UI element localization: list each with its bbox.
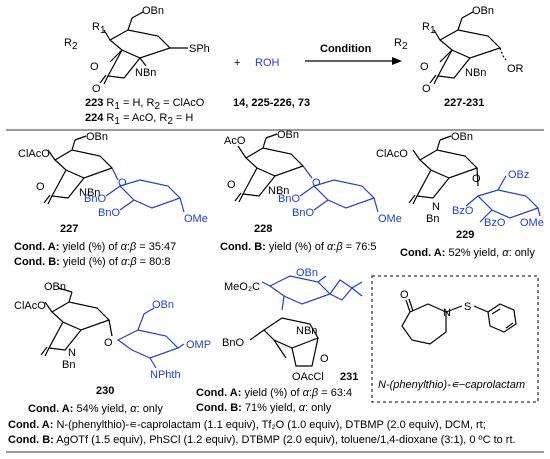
c230-obn1: OBn	[44, 281, 66, 293]
arrow-label: Condition	[320, 43, 372, 55]
donor-nbn: NBn	[135, 67, 156, 79]
c230-nphth: NPhth	[150, 369, 181, 381]
donor-carbonyl-o: O	[92, 83, 101, 95]
c227-clacO: ClAcO	[18, 148, 50, 160]
c229-link-o: O	[472, 173, 481, 185]
c230-n: N	[68, 347, 76, 359]
c228-number: 228	[254, 223, 272, 235]
c229-number: 229	[456, 229, 474, 241]
reagent-box	[371, 275, 539, 403]
compound-230-structure	[40, 287, 185, 369]
c229-cond-a: Cond. A: 52% yield, α: only	[400, 247, 535, 259]
c230-omp: OMP	[186, 339, 211, 351]
c228-aco: AcO	[224, 135, 246, 147]
acceptor-roh: ROH	[255, 57, 280, 69]
c231-nbn: NBn	[296, 325, 317, 337]
product-or: OR	[507, 63, 524, 75]
c231-number: 231	[340, 371, 358, 383]
conditions-a: Cond. A: N-(phenylthio)-∊-caprolactam (1…	[8, 419, 486, 431]
c229-n: N	[432, 201, 440, 213]
reagent-n: N	[443, 307, 451, 319]
c228-ome: OMe	[378, 213, 402, 225]
donor-223-line: 223 R1 = H, R2 = ClAcO	[85, 97, 205, 112]
c230-number: 230	[96, 385, 114, 397]
c231-oacl: OAcCl	[292, 371, 324, 383]
product-nbn: NBn	[465, 67, 486, 79]
c231-cond-b: Cond. B: 71% yield, α: only	[196, 402, 332, 414]
compound-228-structure	[234, 133, 379, 213]
c229-obz: OBz	[508, 169, 529, 181]
c228-ring-o: O	[227, 179, 236, 191]
c230-obn2: OBn	[152, 299, 174, 311]
product-r2: R2	[394, 37, 408, 52]
reagent-caption: N-(phenylthio)-∊−caprolactam	[378, 379, 525, 391]
plus-sign: +	[234, 57, 240, 69]
c230-cond-a: Cond. A: 54% yield, α: only	[28, 403, 163, 415]
c230-link-o: O	[104, 337, 113, 349]
c227-ring-o: O	[36, 181, 45, 193]
c229-clacO: ClAcO	[376, 148, 408, 160]
product-numbers: 227-231	[444, 97, 484, 109]
acceptor-numbers: 14, 225-226, 73	[233, 97, 310, 109]
c231-carbonyl-o: O	[320, 353, 329, 365]
donor-224-line: 224 R1 = AcO, R2 = H	[85, 112, 193, 127]
reagent-structure	[401, 298, 517, 345]
c229-bn: Bn	[426, 213, 439, 225]
c227-ome: OMe	[184, 213, 208, 225]
c228-link-o: O	[312, 177, 321, 189]
c229-obn: OBn	[451, 131, 473, 143]
arrow-head	[392, 57, 402, 65]
c227-nbn: NBn	[79, 187, 100, 199]
product-obn: OBn	[472, 5, 494, 17]
c228-bno1: BnO	[278, 193, 300, 205]
c231-cond-a: Cond. A: yield (%) of α:β = 63:4	[196, 387, 352, 399]
c228-nbn: NBn	[268, 185, 289, 197]
donor-structure	[99, 11, 188, 85]
conditions-b: Cond. B: AgOTf (1.5 equiv), PhSCl (1.2 e…	[8, 434, 516, 446]
c231-bno: BnO	[222, 337, 244, 349]
c230-bn: Bn	[62, 359, 75, 371]
c227-cond-a: Cond. A: yield (%) of α:β = 35:47	[14, 241, 176, 253]
donor-ring-o: O	[90, 61, 99, 73]
compound-229-structure	[408, 135, 541, 223]
c227-cond-b: Cond. B: yield (%) of α:β = 80:8	[14, 256, 171, 268]
reagent-o: O	[400, 289, 409, 301]
c231-meo2c: MeO₂C	[224, 281, 260, 293]
c228-bno2: BnO	[292, 207, 314, 219]
product-structure	[429, 11, 507, 85]
c229-ome: OMe	[520, 217, 544, 229]
c227-bno1: BnO	[84, 193, 106, 205]
compound-227-structure	[43, 135, 185, 213]
c227-link-o: O	[118, 177, 127, 189]
c230-clacO: ClAcO	[14, 300, 46, 312]
product-ring-o: O	[420, 61, 429, 73]
product-r1: R1	[422, 21, 436, 36]
c227-obn: OBn	[86, 131, 108, 143]
c229-bzo1: BzO	[452, 205, 474, 217]
product-carbonyl-o: O	[422, 83, 431, 95]
c228-cond-b: Cond. B: yield (%) of α:β = 76:5	[220, 241, 377, 253]
compound-231-structure	[249, 275, 363, 367]
c231-obn: OBn	[296, 267, 318, 279]
c227-bno2: BnO	[98, 207, 120, 219]
c229-bzo2: BzO	[484, 217, 506, 229]
donor-obn: OBn	[142, 5, 164, 17]
reagent-s: S	[464, 301, 471, 313]
c228-obn: OBn	[277, 129, 299, 141]
donor-r1: R1	[92, 21, 106, 36]
c227-number: 227	[60, 223, 78, 235]
donor-sph: SPh	[189, 43, 210, 55]
donor-r2: R2	[64, 37, 78, 52]
